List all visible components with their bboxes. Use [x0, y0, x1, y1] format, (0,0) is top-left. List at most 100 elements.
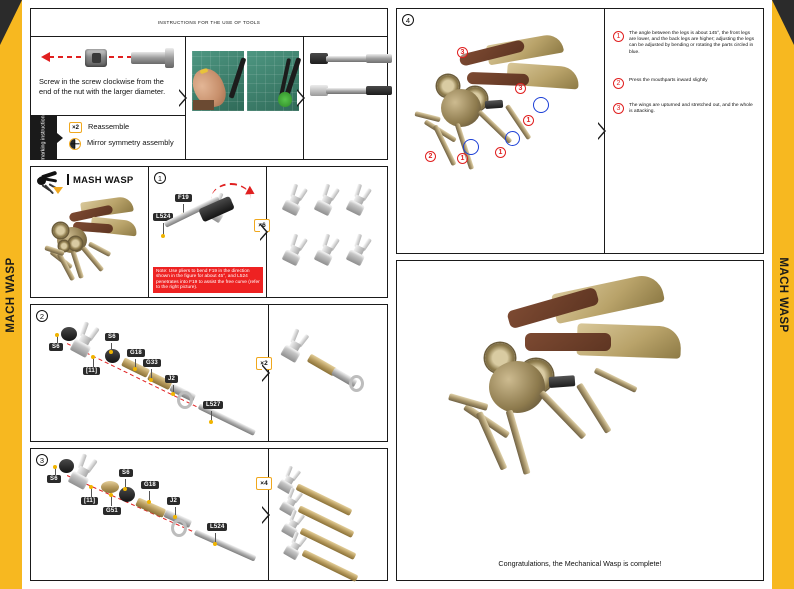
- manual-page: INSTRUCTIONS FOR THE USE OF TOOLS Screw …: [30, 8, 764, 582]
- screw-instruction-panel: Screw in the screw clockwise from the en…: [31, 37, 185, 115]
- tools-body: Screw in the screw clockwise from the en…: [31, 37, 440, 160]
- marker-3-b: 3: [515, 83, 526, 94]
- step-3-quantity-badge: ×4: [256, 477, 272, 490]
- left-column: INSTRUCTIONS FOR THE USE OF TOOLS Screw …: [30, 8, 440, 582]
- flow-chevron-icon-5: [262, 505, 270, 524]
- final-note-3-text: The wings are upturned and stretched out…: [629, 102, 753, 115]
- fork-result-5: [311, 232, 344, 269]
- step-1-cell: 1 F19 L524 Note: Use pliers to bend F19 …: [149, 167, 267, 297]
- marker-3-a: 3: [457, 47, 468, 58]
- final-note-1-number: 1: [613, 31, 624, 42]
- reassemble-badge: ×2: [69, 122, 82, 133]
- leader-line-l524: [163, 223, 165, 235]
- step-3-label-g51: G51: [103, 507, 121, 515]
- final-assembly-notes: 1 The angle between the legs is about 14…: [598, 9, 763, 253]
- final-note-1-text: The angle between the legs is about 145°…: [629, 31, 755, 55]
- flow-chevron-icon-3: [260, 223, 268, 241]
- tools-cell-photos: [179, 37, 304, 159]
- step-3-block: 3 S6 S6 [11] G51 G18 J2 L524: [30, 448, 388, 582]
- nut-icon: [85, 49, 107, 67]
- bolt-shaft-icon: [131, 52, 171, 64]
- tools-cell-examples: ✘ ✔: [297, 37, 440, 159]
- adjust-highlight-circle-3: [533, 97, 549, 113]
- step-3-label-s6-a: S6: [47, 475, 61, 483]
- step-2-block: 2 S6 S6 [11] G18 G33 J2 L527: [30, 304, 388, 442]
- step-4-number: 4: [402, 14, 414, 26]
- completed-wasp-model: [445, 271, 705, 531]
- dashed-axis-icon: [109, 56, 131, 58]
- final-note-3-number: 3: [613, 102, 624, 114]
- wasp-marker-triangle-icon: [53, 187, 63, 194]
- final-note-2-text: Press the mouthparts inward slightly: [629, 77, 708, 83]
- leader-line-f19: [183, 204, 185, 214]
- step-3-part-g51: [101, 481, 119, 493]
- step-3-label-g18: G18: [141, 481, 159, 489]
- step-3-label-11: [11]: [81, 497, 99, 505]
- step-3-diagram: 3 S6 S6 [11] G51 G18 J2 L524: [31, 449, 269, 580]
- wasp-silhouette-icon: [37, 170, 63, 195]
- step-2-diagram: 2 S6 S6 [11] G18 G33 J2 L527: [31, 305, 269, 441]
- tool-photo-plier: [247, 51, 302, 111]
- step-3-result: ×4: [256, 449, 387, 582]
- step-2-label-11: [11]: [83, 367, 101, 375]
- step-2-label-l527: L527: [203, 401, 224, 409]
- sidebar-corner-left: [0, 0, 22, 45]
- final-note-2-number: 2: [613, 77, 624, 89]
- fork-result-6: [343, 232, 376, 269]
- marker-1-c: 1: [523, 115, 534, 126]
- marking-instruction-tab: marking instruction: [31, 115, 63, 160]
- final-note-2: 2 Press the mouthparts inward slightly: [613, 77, 755, 89]
- tools-header: INSTRUCTIONS FOR THE USE OF TOOLS: [31, 9, 387, 37]
- part-label-f19: F19: [175, 194, 192, 202]
- step-2-result: ×2: [256, 305, 387, 441]
- step-2-number: 2: [36, 310, 48, 322]
- mash-wasp-preview-cell: MASH WASP: [31, 167, 149, 297]
- step-2-label-j2: J2: [165, 375, 179, 383]
- mirror-symmetry-label: Mirror symmetry assembly: [87, 138, 174, 147]
- step-1-result-cell: ×6: [254, 167, 387, 297]
- sidebar-brand-right: MACH WASP: [772, 0, 794, 589]
- step-2-label-s6-b: S6: [105, 333, 119, 341]
- final-assembly-image: 4: [397, 9, 605, 253]
- mash-wasp-block: MASH WASP: [30, 166, 388, 298]
- fork-result-4: [279, 232, 312, 269]
- final-assembly-block: 4: [396, 8, 764, 254]
- congratulations-text: Congratulations, the Mechanical Wasp is …: [498, 559, 662, 568]
- final-note-1: 1 The angle between the legs is about 14…: [613, 31, 755, 56]
- tool-photo-hand: [188, 51, 247, 112]
- sidebar-corner-right: [772, 0, 794, 45]
- mirror-symmetry-icon: [69, 138, 81, 150]
- wasp-model-preview: [39, 195, 143, 292]
- step-2-part-s6-b: [105, 349, 120, 363]
- bolt-head-icon: [165, 48, 174, 68]
- marker-2: 2: [425, 151, 436, 162]
- step-2-label-g33: G33: [143, 359, 161, 367]
- right-column: 4: [396, 8, 764, 581]
- step-3-label-l524: L524: [207, 523, 228, 531]
- marking-instruction-row: marking instruction ×2 Reassemble: [31, 115, 185, 160]
- marker-1-a: 1: [457, 153, 468, 164]
- step-3-label-s6-b: S6: [119, 469, 133, 477]
- step-1-number: 1: [154, 172, 166, 184]
- step-2-eyelet: [177, 391, 193, 409]
- mash-wasp-title: MASH WASP: [66, 174, 134, 186]
- step-3-part-l524: [193, 529, 257, 562]
- step-3-label-j2: J2: [167, 497, 181, 505]
- step-3-part-s6-b: [119, 487, 135, 502]
- fork-result-1: [279, 182, 312, 219]
- step-2-label-s6-a: S6: [49, 343, 63, 351]
- completed-model-block: Congratulations, the Mechanical Wasp is …: [396, 260, 764, 581]
- flow-chevron-icon-2: [297, 89, 305, 107]
- marker-1-b: 1: [495, 147, 506, 158]
- final-note-3: 3 The wings are upturned and stretched o…: [613, 102, 755, 115]
- screw-instruction-text: Screw in the screw clockwise from the en…: [39, 77, 166, 96]
- fork-result-3: [343, 182, 376, 219]
- sidebar-brand-left: MACH WASP: [0, 0, 22, 589]
- marking-legend-list: ×2 Reassemble Mirror symmetry assembly: [57, 116, 185, 159]
- step-3-eyelet: [171, 519, 187, 537]
- flow-chevron-icon-1: [179, 89, 187, 107]
- manual-page-sheet: INSTRUCTIONS FOR THE USE OF TOOLS Screw …: [22, 0, 772, 589]
- step-1-warning-note: Note: Use pliers to bend F19 in the dire…: [153, 266, 263, 293]
- wasp-model-annotated: 1 1 1 2 3 3: [411, 31, 604, 231]
- step-3-number: 3: [36, 454, 48, 466]
